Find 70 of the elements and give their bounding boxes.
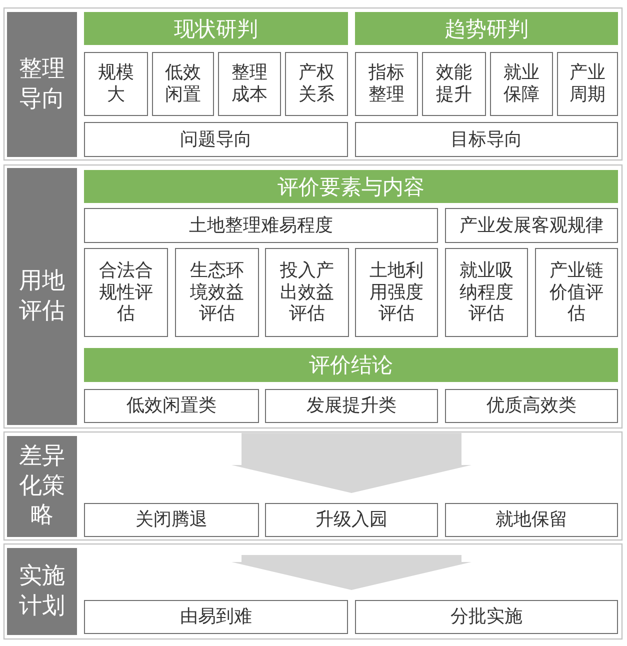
section-label: 整理导向 xyxy=(19,54,65,114)
text-box xyxy=(535,248,618,337)
header-text: 评价结论 xyxy=(309,352,393,379)
text-box xyxy=(84,389,259,423)
text-box xyxy=(84,122,348,157)
text-box xyxy=(84,600,348,634)
text-box xyxy=(84,52,148,116)
text-box xyxy=(445,503,618,537)
text-box xyxy=(218,52,281,116)
box-text: 就业保障 xyxy=(504,62,540,106)
section-label: 实施计划 xyxy=(19,562,65,620)
box-text: 生态环境效益评估 xyxy=(190,260,244,325)
down-block-arrow xyxy=(232,433,472,493)
box-text: 指标整理 xyxy=(368,62,404,106)
box-text: 发展提升类 xyxy=(306,395,396,417)
box-text: 产业链价值评估 xyxy=(550,260,604,325)
header-text: 趋势研判 xyxy=(444,16,528,42)
box-text: 土地利用强度评估 xyxy=(370,260,424,325)
section-label: 差异化策略 xyxy=(19,442,65,530)
box-text: 效能提升 xyxy=(436,62,472,106)
text-box xyxy=(265,248,349,337)
text-box xyxy=(445,389,618,423)
box-text: 产业发展客观规律 xyxy=(460,214,604,236)
header-text: 评价要素与内容 xyxy=(278,174,424,200)
section-header xyxy=(355,12,618,45)
box-text: 产权关系 xyxy=(298,62,334,106)
text-box xyxy=(445,208,618,243)
box-text: 合法合规性评估 xyxy=(99,260,153,325)
text-box xyxy=(84,248,168,337)
text-box xyxy=(355,600,618,634)
box-text: 低效闲置类 xyxy=(126,395,216,417)
box-text: 就地保留 xyxy=(496,509,568,531)
text-box xyxy=(557,52,618,116)
section-label: 用地评估 xyxy=(19,266,65,326)
box-text: 就业吸纳程度评估 xyxy=(460,260,514,325)
box-text: 目标导向 xyxy=(450,128,522,150)
box-text: 土地整理难易程度 xyxy=(189,214,333,236)
text-box xyxy=(285,52,348,116)
box-text: 由易到难 xyxy=(180,606,252,628)
section-header xyxy=(84,170,618,203)
text-box xyxy=(152,52,214,116)
box-text: 关闭腾退 xyxy=(136,509,208,531)
section-label-band xyxy=(7,436,77,537)
box-text: 整理成本 xyxy=(232,62,268,106)
text-box xyxy=(355,52,418,116)
text-box xyxy=(355,248,438,337)
text-box xyxy=(84,503,259,537)
section-label-band xyxy=(7,168,77,425)
section-label-band xyxy=(7,548,77,635)
text-box xyxy=(84,208,438,243)
text-box xyxy=(265,389,438,423)
box-text: 问题导向 xyxy=(180,128,252,150)
header-text: 现状研判 xyxy=(174,16,258,42)
text-box xyxy=(175,248,259,337)
box-text: 低效闲置 xyxy=(165,62,201,106)
section-label-band xyxy=(7,12,77,157)
text-box xyxy=(422,52,486,116)
box-text: 优质高效类 xyxy=(486,395,576,417)
box-text: 产业周期 xyxy=(570,62,606,106)
text-box xyxy=(445,248,528,337)
text-box xyxy=(355,122,618,157)
box-text: 规模大 xyxy=(98,62,134,106)
box-text: 升级入园 xyxy=(316,509,388,531)
down-block-arrow xyxy=(232,555,472,590)
section-header xyxy=(84,12,348,45)
text-box xyxy=(265,503,438,537)
box-text: 分批实施 xyxy=(450,606,522,628)
text-box xyxy=(490,52,553,116)
section-header xyxy=(84,348,618,382)
box-text: 投入产出效益评估 xyxy=(280,260,334,325)
